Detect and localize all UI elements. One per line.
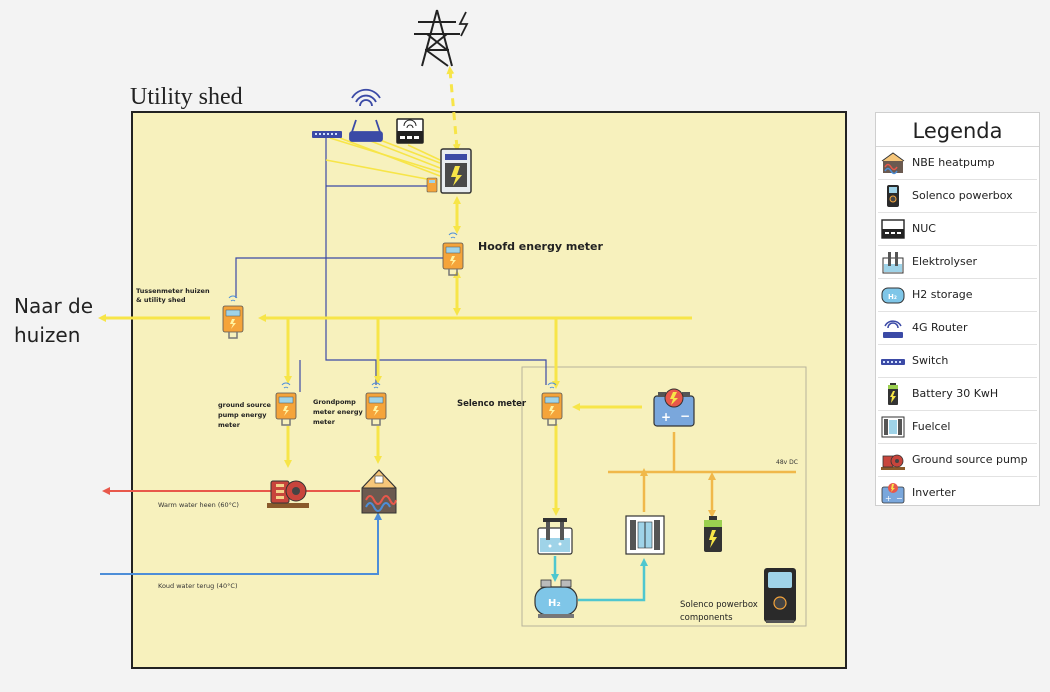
powerbox-components-label: Solenco powerbox components [680, 600, 761, 623]
ground-source-pump-icon [881, 454, 905, 470]
h2-lines [551, 556, 648, 602]
heatpump-icon [881, 152, 905, 175]
legend-label: Switch [912, 354, 949, 367]
svg-text:−: − [896, 494, 903, 503]
utility-shed-title: Utility shed [130, 84, 243, 110]
legend-label: NUC [912, 222, 936, 235]
svg-text:+: + [661, 410, 671, 424]
legend-item-inverter: +− Inverter [878, 477, 1037, 509]
legend-item-switch: Switch [878, 345, 1037, 378]
battery-icon [888, 383, 898, 405]
battery-inverter-icon: + − [653, 388, 695, 427]
legend: Legenda NBE heatpump Solenco powerbox NU… [875, 112, 1040, 506]
svg-text:−: − [680, 409, 690, 423]
legend-item-heatpump: NBE heatpump [878, 147, 1037, 180]
router-icon [349, 88, 383, 142]
gsp-meter-label: ground source pump energy meter [218, 401, 273, 429]
heatpump-icon [361, 469, 397, 514]
network-fan-lines [325, 137, 441, 181]
electrolyser-icon [537, 518, 573, 555]
h2-storage-icon [534, 579, 578, 618]
nuc-icon [881, 219, 905, 239]
legend-item-router: 4G Router [878, 312, 1037, 345]
data-lines [235, 138, 547, 392]
legend-label: Solenco powerbox [912, 189, 1013, 202]
battery-icon [704, 516, 722, 552]
dc-bus-label: 48v DC [776, 459, 798, 466]
grondpomp-meter-label: Grondpomp meter energy meter [313, 398, 365, 426]
legend-label: Ground source pump [912, 453, 1028, 466]
legend-label: Battery 30 KwH [912, 387, 999, 400]
legend-label: Inverter [912, 486, 956, 499]
legend-label: Elektrolyser [912, 255, 978, 268]
legend-item-elektrolyser: Elektrolyser [878, 246, 1037, 279]
fuelcell-icon [881, 416, 905, 438]
h2-storage-label: H₂ [548, 598, 561, 609]
selenco-meter-label: Selenco meter [457, 399, 527, 409]
powerbox-icon [887, 185, 899, 207]
inverter-icon: +− [881, 483, 905, 504]
legend-item-powerbox: Solenco powerbox [878, 180, 1037, 213]
koud-water-label: Koud water terug (40°C) [158, 582, 237, 590]
grid-meter-icon [426, 177, 438, 193]
legend-item-nuc: NUC [878, 213, 1037, 246]
power-tower-icon [414, 9, 469, 67]
legend-item-h2-storage: H₂ H2 storage [878, 279, 1037, 312]
electrolyser-icon [882, 252, 904, 274]
legend-label: 4G Router [912, 321, 968, 334]
legend-item-ground-source-pump: Ground source pump [878, 444, 1037, 477]
cold-water-line [100, 512, 382, 575]
tussenmeter-label: Tussenmeter huizen & utility shed [136, 287, 212, 304]
warm-water-label: Warm water heen (60°C) [158, 501, 239, 509]
dc-bus-lines [608, 432, 796, 518]
legend-label: H2 storage [912, 288, 973, 301]
legend-label: Fuelcel [912, 420, 951, 433]
h2-storage-icon: H₂ [881, 287, 905, 304]
switch-icon [312, 131, 342, 138]
naar-line-1: Naar de [14, 294, 94, 318]
legend-item-battery: Battery 30 KwH [878, 378, 1037, 411]
svg-text:+: + [885, 494, 892, 503]
naar-line-2: huizen [14, 323, 81, 347]
svg-text:H₂: H₂ [888, 293, 897, 301]
router-icon [883, 320, 903, 338]
inverter-icon [440, 148, 472, 194]
ground-source-pump-icon [267, 480, 309, 508]
hoofd-meter-label: Hoofd energy meter [478, 240, 604, 253]
legend-label: NBE heatpump [912, 156, 995, 169]
fuelcell-icon [625, 515, 665, 555]
switch-icon [881, 359, 905, 365]
legend-item-fuelcel: Fuelcel [878, 411, 1037, 444]
nuc-icon [396, 118, 424, 144]
naar-de-huizen-label: Naar de huizen [14, 292, 93, 350]
power-lines [98, 196, 692, 516]
legend-title: Legenda [876, 113, 1039, 147]
powerbox-icon [764, 568, 796, 623]
